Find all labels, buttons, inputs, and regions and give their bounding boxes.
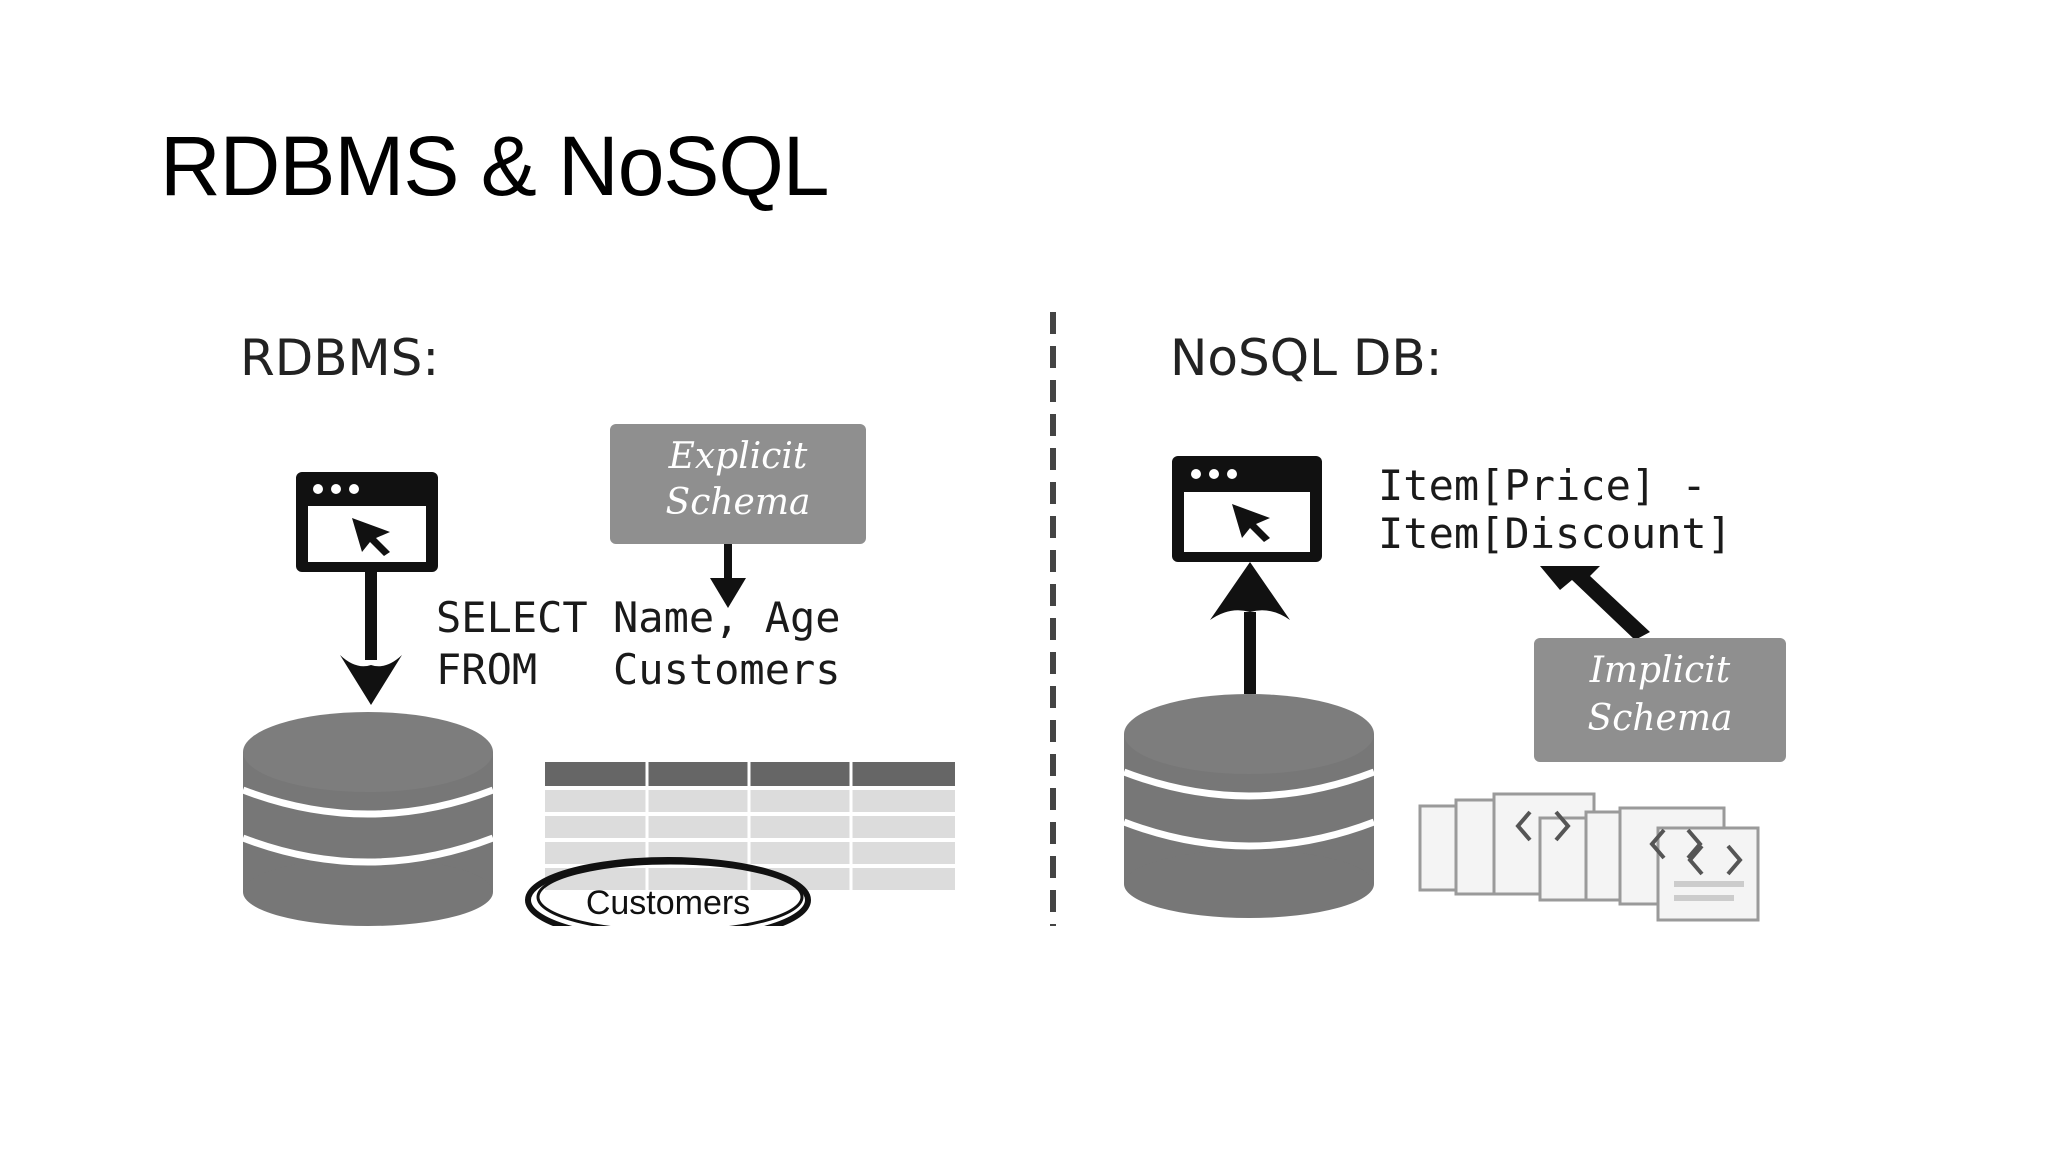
customers-label: Customers	[586, 884, 750, 922]
implicit-schema-line2: Schema	[1588, 698, 1733, 739]
query-arrow	[340, 572, 402, 705]
browser-window-icon	[1172, 456, 1322, 562]
customers-table	[545, 762, 955, 890]
nosql-expression-line2: Item[Discount]	[1378, 509, 1732, 558]
database-icon	[1122, 694, 1376, 918]
implicit-schema-box: Implicit Schema	[1534, 638, 1786, 762]
implicit-schema-arrow	[1540, 566, 1650, 640]
result-arrow	[1210, 562, 1290, 694]
schema-arrow	[710, 544, 746, 608]
nosql-label: NoSQL DB:	[1170, 329, 1443, 387]
rdbms-label: RDBMS:	[240, 329, 439, 387]
explicit-schema-line1: Explicit	[668, 436, 808, 477]
sql-query-line2: FROM Customers	[436, 645, 841, 694]
implicit-schema-line1: Implicit	[1589, 650, 1731, 691]
explicit-schema-box: Explicit Schema	[610, 424, 866, 544]
customers-label-circle: Customers	[500, 857, 840, 956]
database-icon	[241, 712, 495, 926]
nosql-expression-line1: Item[Price] -	[1378, 461, 1707, 510]
mouse-cursor-icon	[1232, 504, 1270, 542]
json-document-icon	[1418, 792, 1760, 922]
browser-window-icon	[296, 472, 438, 572]
explicit-schema-line2: Schema	[666, 482, 811, 523]
slide-title: RDBMS & NoSQL	[160, 119, 830, 213]
mouse-cursor-icon	[352, 518, 390, 556]
sql-query-line1: SELECT Name, Age	[436, 593, 841, 642]
